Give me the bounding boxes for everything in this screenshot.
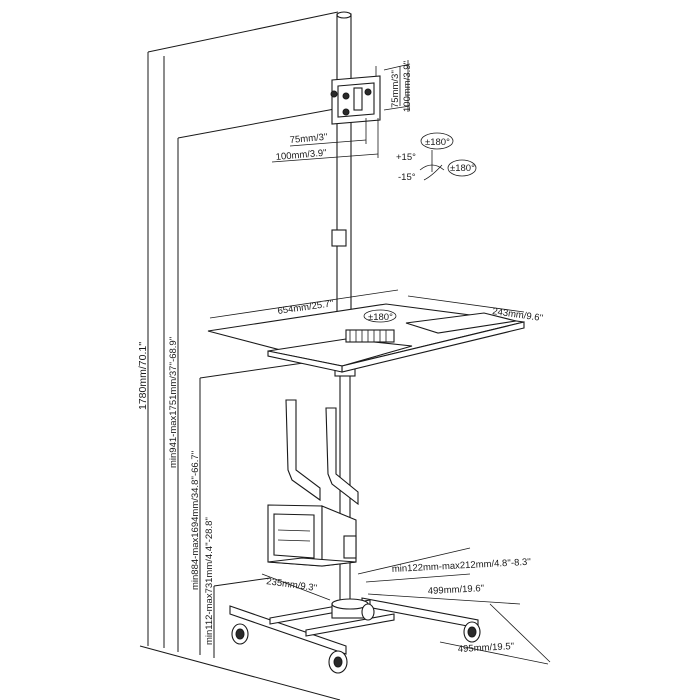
vesa-100-horizontal-label: 100mm/3.9'' — [275, 148, 327, 163]
cpu-holder-width-label: min122mm-max212mm/4.8''-8.3'' — [392, 557, 532, 575]
vesa-75-vertical-label: 75mm/3'' — [390, 70, 401, 108]
total-height-label: 1780mm/70.1'' — [137, 342, 149, 410]
tilt-up-label: +15° — [396, 152, 416, 163]
rotate-label: ±180° — [450, 163, 475, 174]
casters — [231, 603, 481, 674]
tilt-down-label: -15° — [398, 172, 416, 183]
caster-front-right — [328, 650, 348, 674]
cpu-holder — [267, 504, 357, 567]
rotation-symbol — [419, 132, 477, 181]
vesa-100-vertical-label: 100mm/3.9'' — [402, 61, 413, 112]
lower-dimension-lines — [261, 547, 551, 665]
monitor-height-range-label: min941-max1751mm/37''-68.9'' — [168, 336, 179, 468]
caster-back-right — [463, 621, 481, 643]
cpu-holder-depth-label: 235mm/9.3'' — [266, 576, 318, 594]
vesa-horizontal-dimension — [271, 118, 379, 163]
keyboard-tray — [207, 289, 525, 373]
cable-hooks — [285, 399, 359, 506]
cpu-holder-height-range-label: min112-max731mm/4.4''-28.8'' — [204, 517, 215, 645]
caster-back-left — [361, 603, 375, 621]
base-width-label: 495mm/19.5'' — [458, 641, 515, 655]
vertical-dimension-lines — [147, 52, 215, 656]
base — [229, 597, 479, 655]
vesa-mount — [330, 60, 411, 125]
caster-front-left — [231, 623, 249, 645]
base-depth-label: 499mm/19.6'' — [428, 583, 485, 597]
vesa-75-horizontal-label: 75mm/3'' — [289, 132, 328, 146]
tray-rotation-label: ±180° — [368, 312, 393, 323]
swivel-top-label: ±180° — [425, 137, 450, 148]
tray-clamp-teeth — [349, 330, 387, 342]
tray-height-range-label: min884-max1694mm/34.8''-66.7'' — [190, 451, 201, 590]
